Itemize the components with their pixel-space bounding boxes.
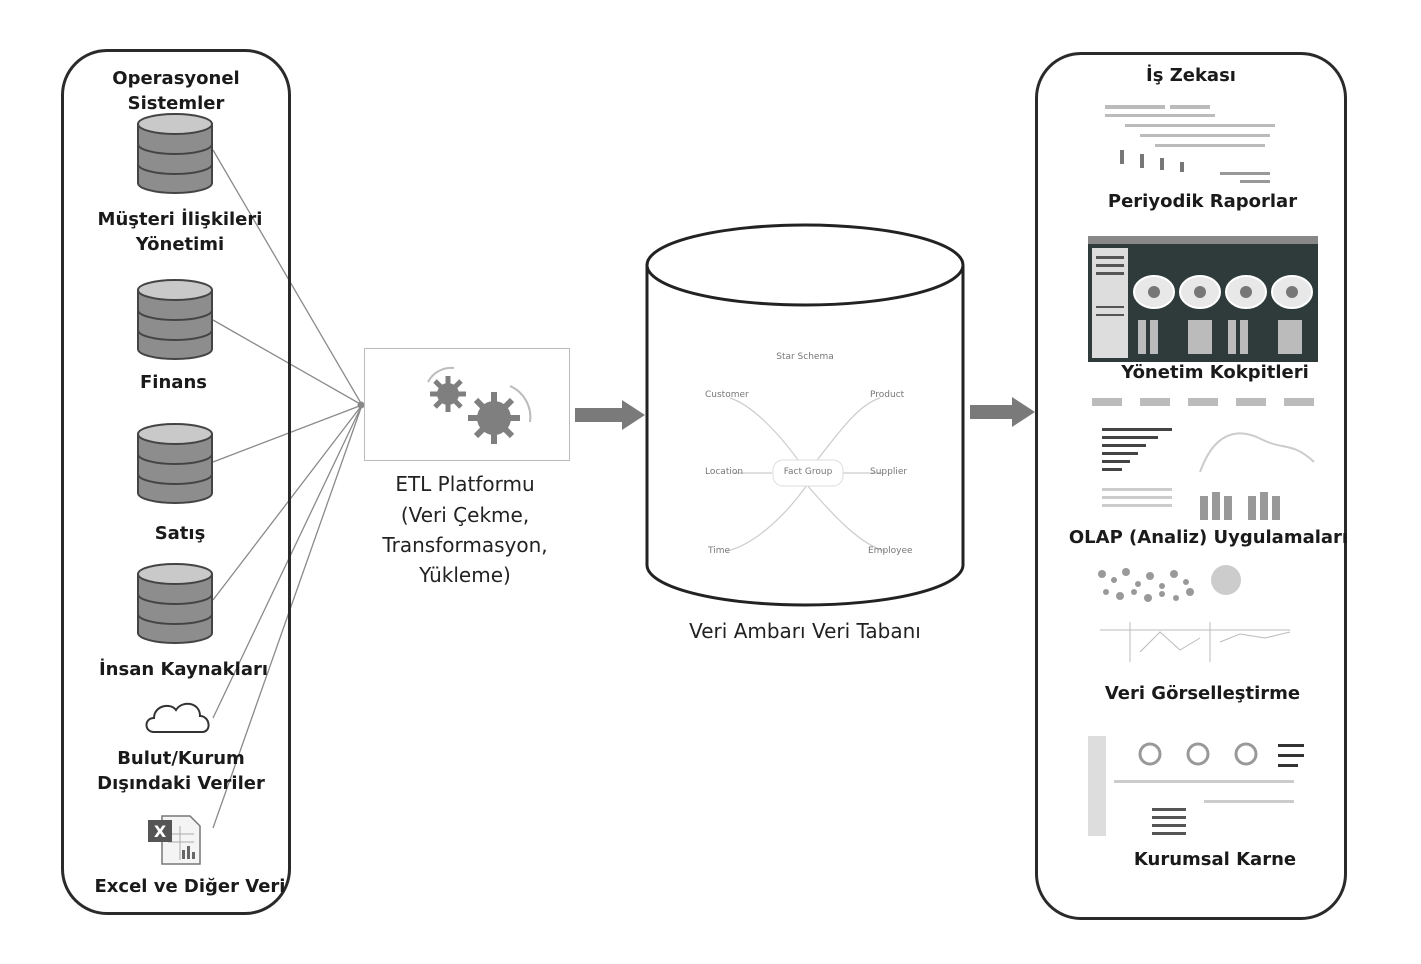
schema-node-time: Time xyxy=(708,546,731,556)
etl-subtitle-1: (Veri Çekme, xyxy=(400,503,530,527)
svg-text:X: X xyxy=(154,822,167,841)
gears-icon xyxy=(427,366,532,444)
schema-node-location: Location xyxy=(705,467,744,477)
source-hr-label: İnsan Kaynakları xyxy=(98,659,269,680)
cloud-icon xyxy=(145,702,210,733)
excel-icon: X xyxy=(148,815,201,865)
etl-subtitle-2: Transformasyon, xyxy=(382,533,548,557)
source-finance-label: Finans xyxy=(140,372,207,393)
bi-visualization-label: Veri Görselleştirme xyxy=(1104,683,1301,704)
business-intelligence-panel xyxy=(1035,52,1347,920)
database-icon xyxy=(137,423,213,504)
warehouse-label: Veri Ambarı Veri Tabanı xyxy=(689,619,921,643)
database-icon xyxy=(137,113,213,194)
bi-olap-label: OLAP (Analiz) Uygulamaları xyxy=(1068,527,1349,548)
schema-node-product: Product xyxy=(870,390,905,400)
schema-node-supplier: Supplier xyxy=(870,467,908,477)
etl-box xyxy=(364,348,570,461)
bi-periodic-reports-label: Periyodik Raporlar xyxy=(1107,191,1298,212)
operational-systems-title: Operasyonel Sistemler xyxy=(112,68,240,114)
source-cloud-label: Bulut/Kurum Dışındaki Veriler xyxy=(97,748,265,794)
source-crm-label: Müşteri İlişkileri Yönetimi xyxy=(97,209,263,255)
dashboard-thumbnail xyxy=(1088,236,1318,362)
source-sales-label: Satış xyxy=(154,523,206,544)
data-warehouse-cylinder xyxy=(645,223,965,607)
schema-center: Fact Group xyxy=(783,467,833,477)
bi-cockpit-label: Yönetim Kokpitleri xyxy=(1121,362,1309,383)
database-icon xyxy=(137,563,213,644)
source-excel-label: Excel ve Diğer Veri xyxy=(94,876,286,897)
schema-node-employee: Employee xyxy=(868,546,913,556)
etl-title: ETL Platformu xyxy=(395,472,535,496)
etl-subtitle-3: Yükleme) xyxy=(419,563,511,587)
olap-thumbnail xyxy=(1092,398,1315,520)
schema-title: Star Schema xyxy=(776,352,834,362)
bi-title: İş Zekası xyxy=(1146,65,1236,86)
database-icon xyxy=(137,279,213,360)
schema-node-customer: Customer xyxy=(705,390,749,400)
scorecard-thumbnail xyxy=(1088,736,1304,836)
visualization-thumbnail xyxy=(1098,565,1291,662)
operational-systems-panel xyxy=(61,49,291,915)
report-thumbnail xyxy=(1105,105,1275,183)
bi-scorecard-label: Kurumsal Karne xyxy=(1133,849,1297,870)
